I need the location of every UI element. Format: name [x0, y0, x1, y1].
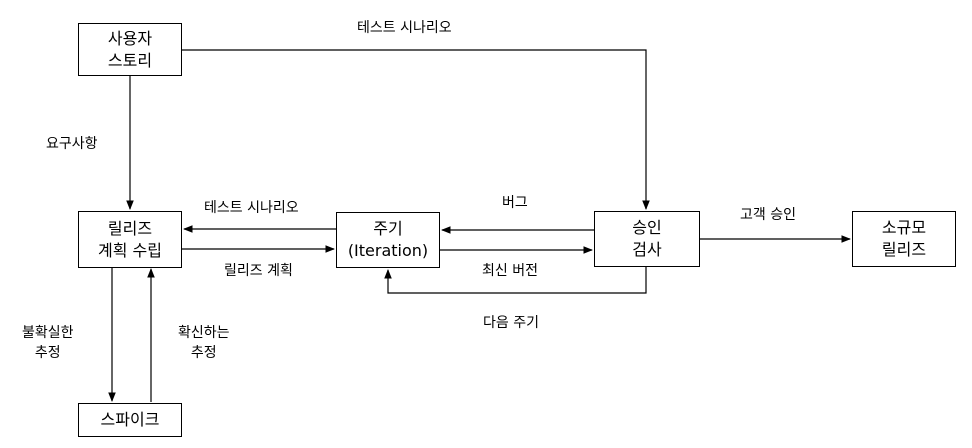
- node-release-planning-line2: 계획 수립: [98, 240, 162, 260]
- label-confident-estimate: 확신하는 추정: [178, 323, 230, 363]
- arrow-next-iteration: [384, 267, 647, 294]
- node-acceptance-test-line2: 검사: [632, 240, 662, 259]
- label-uncertain-estimate: 불확실한 추정: [22, 323, 74, 363]
- node-acceptance-test: 승인 검사: [594, 211, 700, 267]
- label-confident-estimate-line2: 추정: [190, 345, 217, 361]
- node-small-release: 소규모 릴리즈: [852, 211, 956, 267]
- label-bug: 버그: [502, 195, 528, 211]
- node-release-planning-line1: 릴리즈: [107, 218, 153, 238]
- label-requirements: 요구사항: [46, 136, 98, 152]
- node-iteration: 주기 (Iteration): [336, 212, 440, 268]
- node-iteration-line2: (Iteration): [347, 241, 429, 260]
- label-customer-approval: 고객 승인: [740, 207, 796, 223]
- label-uncertain-estimate-line1: 불확실한: [22, 325, 74, 341]
- label-uncertain-estimate-line2: 추정: [34, 345, 61, 361]
- node-user-story-line2: 스토리: [107, 50, 153, 70]
- node-small-release-line1: 소규모: [881, 218, 927, 237]
- label-latest-version: 최신 버전: [482, 263, 538, 279]
- node-user-story: 사용자 스토리: [78, 23, 182, 76]
- label-next-iteration: 다음 주기: [483, 315, 539, 331]
- label-confident-estimate-line1: 확신하는: [178, 325, 230, 341]
- node-acceptance-test-line1: 승인: [632, 218, 662, 237]
- node-spike-line1: 스파이크: [100, 410, 160, 429]
- arrow-userstory-to-acceptance: [182, 49, 650, 210]
- node-user-story-line1: 사용자: [107, 28, 153, 48]
- node-small-release-line2: 릴리즈: [881, 240, 927, 259]
- node-spike: 스파이크: [78, 403, 182, 437]
- node-iteration-line1: 주기: [373, 219, 403, 238]
- label-test-scenario-mid: 테스트 시나리오: [204, 200, 299, 216]
- node-release-planning: 릴리즈 계획 수립: [78, 211, 182, 268]
- label-release-plan: 릴리즈 계획: [224, 263, 293, 279]
- label-test-scenario-top: 테스트 시나리오: [357, 20, 452, 36]
